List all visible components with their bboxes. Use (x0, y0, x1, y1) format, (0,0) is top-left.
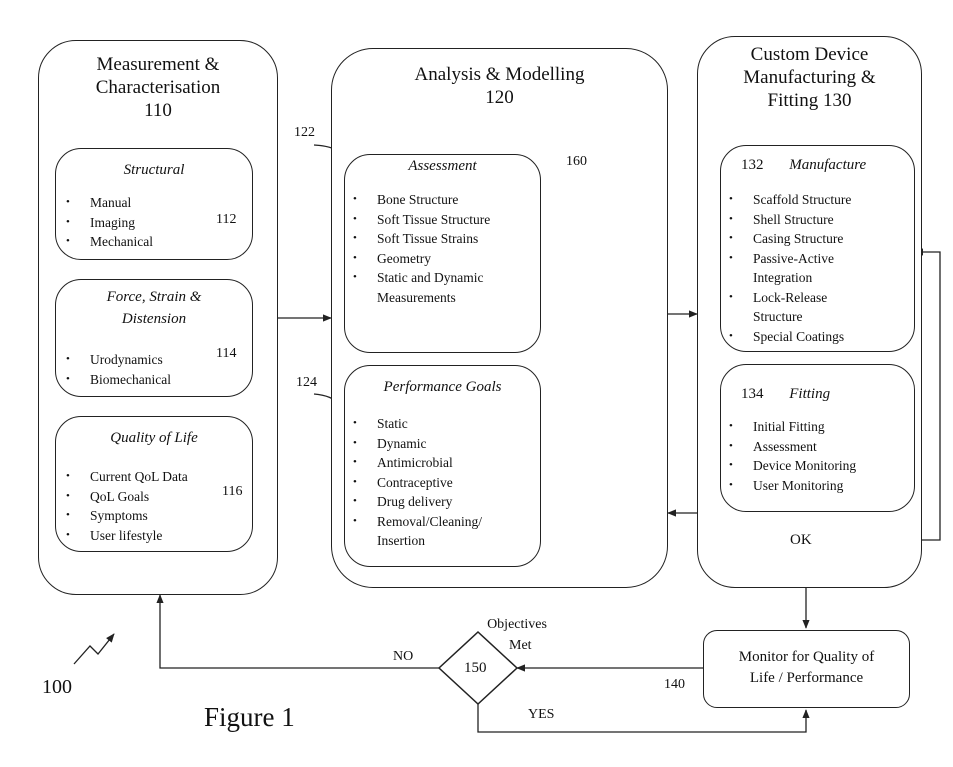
objectives-label-line1: Objectives (477, 616, 557, 634)
performance-title: Performance Goals (345, 376, 540, 398)
list-item: Soft Tissue Structure (347, 210, 537, 230)
force-ref: 114 (216, 345, 236, 363)
force-title-line2: Distension (56, 308, 252, 330)
list-item: User lifestyle (60, 526, 188, 546)
assessment-box: Assessment Bone Structure Soft Tissue St… (344, 154, 541, 353)
structural-box: Structural Manual Imaging Mechanical 112 (55, 148, 253, 260)
manufacturing-title-line2: Manufacturing & (698, 66, 921, 89)
list-item: Bone Structure (347, 190, 537, 210)
list-item: User Monitoring (723, 476, 913, 496)
monitor-box: Monitor for Quality of Life / Performanc… (703, 630, 910, 708)
list-item: Drug delivery (347, 492, 537, 512)
manufacturing-title-line1: Custom Device (698, 43, 921, 66)
fitting-ref: 134 (741, 386, 764, 402)
list-item: Symptoms (60, 506, 188, 526)
structural-ref: 112 (216, 211, 236, 229)
qol-ref: 116 (222, 483, 242, 501)
list-item: Current QoL Data (60, 467, 188, 487)
figure-ref-zigzag (74, 634, 114, 664)
fitting-title: Fitting (789, 386, 830, 402)
force-title-line1: Force, Strain & (56, 286, 252, 308)
figure-ref: 100 (42, 678, 72, 696)
assessment-ref: 122 (294, 124, 315, 142)
list-item: Assessment (723, 437, 913, 457)
list-item: Shell Structure (723, 210, 913, 230)
objectives-label-line2: Met (509, 637, 532, 655)
list-item: Passive-Active Integration (723, 249, 883, 288)
list-item: Lock-Release Structure (723, 288, 873, 327)
list-item: Soft Tissue Strains (347, 229, 537, 249)
ok-label: OK (790, 531, 812, 549)
measurement-title-line2: Characterisation (39, 76, 277, 99)
list-item: Special Coatings (723, 327, 913, 347)
objectives-ref: 150 (464, 659, 487, 677)
manufacture-list: Scaffold Structure Shell Structure Casin… (723, 190, 913, 346)
performance-list: Static Dynamic Antimicrobial Contracepti… (347, 414, 537, 551)
list-item: Imaging (60, 213, 153, 233)
list-item: Device Monitoring (723, 456, 913, 476)
monitor-ref: 140 (664, 676, 685, 694)
model-ref: 160 (566, 153, 587, 171)
analysis-title-line1: Analysis & Modelling (332, 63, 667, 86)
structural-title: Structural (56, 159, 252, 181)
list-item: Geometry (347, 249, 537, 269)
list-item: Initial Fitting (723, 417, 913, 437)
manufacturing-title-line3: Fitting 130 (698, 89, 921, 112)
no-label: NO (393, 648, 413, 666)
manufacture-ref: 132 (741, 157, 764, 173)
assessment-list: Bone Structure Soft Tissue Structure Sof… (347, 190, 537, 307)
measurement-title-line1: Measurement & (39, 53, 277, 76)
list-item: Dynamic (347, 434, 537, 454)
manufacture-box: 132 Manufacture Scaffold Structure Shell… (720, 145, 915, 352)
fitting-box: 134 Fitting Initial Fitting Assessment D… (720, 364, 915, 512)
performance-ref: 124 (296, 374, 317, 392)
list-item: Contraceptive (347, 473, 537, 493)
force-strain-box: Force, Strain & Distension Urodynamics B… (55, 279, 253, 397)
monitor-title-line2: Life / Performance (704, 668, 909, 689)
list-item: Biomechanical (60, 370, 171, 390)
assessment-title: Assessment (345, 155, 540, 177)
list-item: Removal/Cleaning/ Insertion (347, 512, 507, 551)
list-item: QoL Goals (60, 487, 188, 507)
fitting-list: Initial Fitting Assessment Device Monito… (723, 417, 913, 495)
performance-goals-box: Performance Goals Static Dynamic Antimic… (344, 365, 541, 567)
measurement-panel: Measurement & Characterisation 110 Struc… (38, 40, 278, 595)
yes-label: YES (528, 706, 554, 724)
list-item: Static (347, 414, 537, 434)
list-item: Antimicrobial (347, 453, 537, 473)
qol-title: Quality of Life (56, 427, 252, 449)
qol-list: Current QoL Data QoL Goals Symptoms User… (60, 467, 188, 545)
list-item: Static and Dynamic Measurements (347, 268, 497, 307)
quality-of-life-box: Quality of Life Current QoL Data QoL Goa… (55, 416, 253, 552)
list-item: Manual (60, 193, 153, 213)
list-item: Mechanical (60, 232, 153, 252)
figure-caption: Figure 1 (204, 702, 295, 733)
monitor-title-line1: Monitor for Quality of (704, 647, 909, 668)
manufacture-title: Manufacture (789, 157, 866, 173)
list-item: Casing Structure (723, 229, 913, 249)
list-item: Scaffold Structure (723, 190, 913, 210)
force-list: Urodynamics Biomechanical (60, 350, 171, 389)
structural-list: Manual Imaging Mechanical (60, 193, 153, 252)
analysis-title-ref: 120 (332, 86, 667, 109)
measurement-title-ref: 110 (39, 99, 277, 122)
list-item: Urodynamics (60, 350, 171, 370)
